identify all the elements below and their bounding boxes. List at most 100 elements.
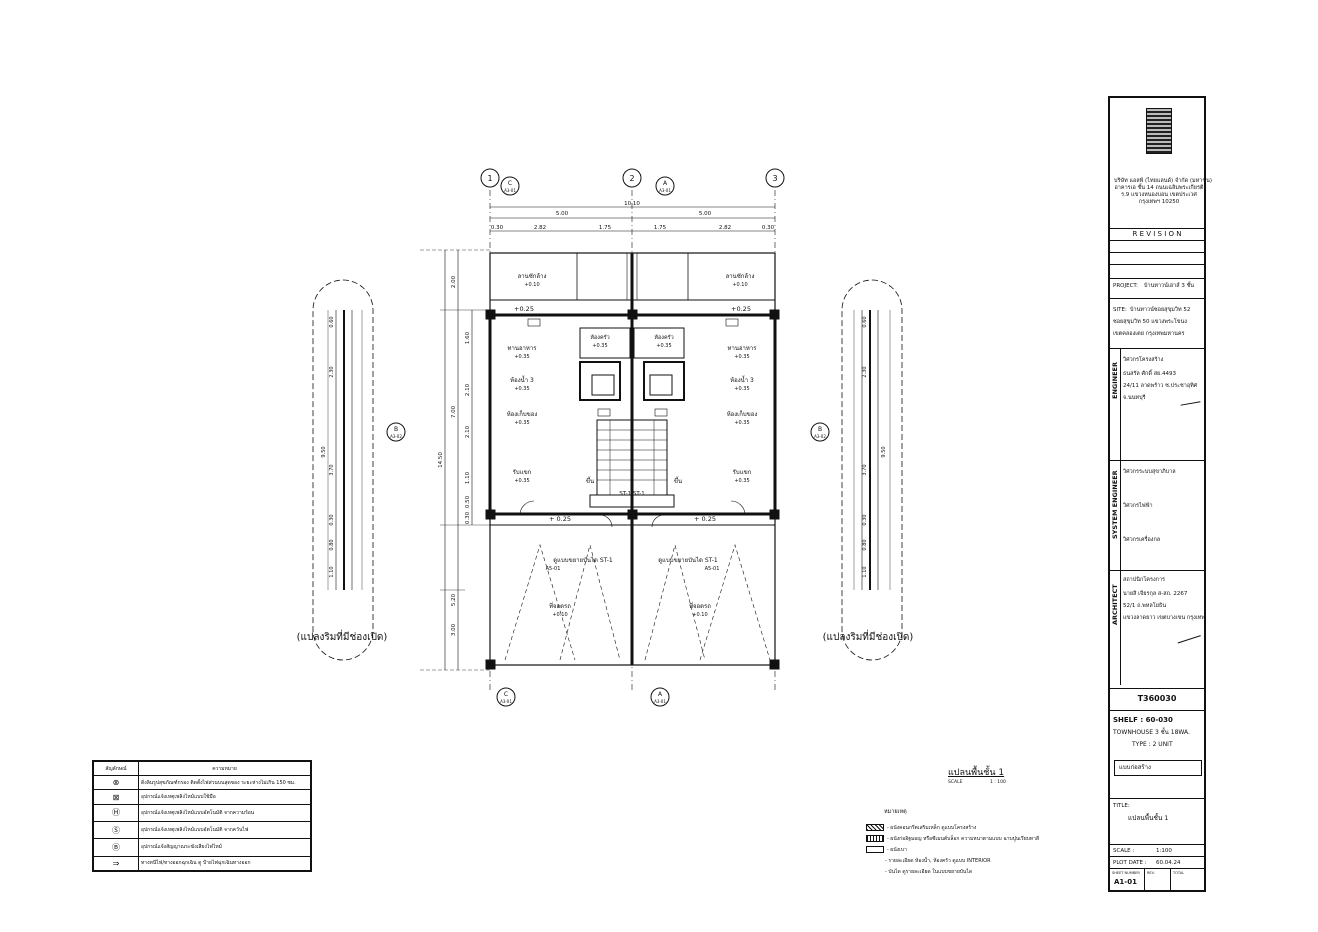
room-bath-right-level: +0.35	[734, 386, 749, 392]
stair-note-left: ดูแบบขยายบันได ST-1	[553, 556, 613, 564]
unit-type: TYPE : 2 UNIT	[1132, 741, 1173, 748]
opening-dim-right-6: 1.10	[862, 566, 868, 577]
shelf-row: SHELF : 60-030 TOWNHOUSE 3 ชั้น 18WA. TY…	[1110, 710, 1204, 758]
code-row: T360030	[1110, 688, 1204, 710]
room-living-right-level: +0.35	[734, 478, 749, 484]
note-text: - รายละเอียด ห้องน้ำ, ห้องครัว ดูแบบ INT…	[885, 857, 991, 864]
dim-sub-2: 2.10	[465, 383, 471, 396]
room-kitchen-right-level: +0.35	[656, 343, 671, 349]
legend-row: ⇒ทางหนีไฟ/ทางออกฉุกเฉิน ดู ป้ายไฟฉุกเฉิน…	[93, 855, 311, 872]
legend-symbol-icon: Ⓗ	[93, 803, 139, 823]
opening-dim-right-4: 0.30	[862, 514, 868, 525]
plot-date: 60.04.24	[1156, 860, 1181, 866]
room-laundry-right: ลานซักล้าง	[726, 273, 755, 280]
dim-bottom: 3.00	[451, 623, 457, 636]
stair-up-left: ขึ้น	[586, 475, 594, 485]
grid-label-1: 1	[487, 174, 492, 183]
level-entry-top-left: +0.25	[514, 305, 534, 313]
room-laundry-left: ลานซักล้าง	[518, 273, 547, 280]
opening-dim-left-1: 0.60	[329, 316, 335, 327]
system-line: วิศวกรไฟฟ้า	[1123, 503, 1153, 509]
dim-sub-5: 0.50	[465, 495, 471, 508]
site-line: เขตคลองเตย กรุงเทพมหานคร	[1113, 331, 1185, 337]
site-line: บ้านทาวน์ซอยสุขุมวิท 52	[1130, 307, 1191, 313]
legend-header: สัญลักษณ์ ความหมาย	[93, 761, 311, 776]
legend-text: ดิ่งลินรูปสุขภัณฑ์กรอง ติดตั้งไฟส่วนบนสุ…	[138, 774, 311, 791]
section-tag-b-right: B	[818, 426, 822, 433]
dim-total-left: 14.50	[438, 452, 444, 468]
notes-list: - ผนังคอนกรีตเสริมเหล็ก ดูแบบโครงสร้าง -…	[866, 822, 1096, 877]
dim-seg-4: 1.75	[654, 225, 667, 231]
section-tag-b-left: B	[394, 426, 398, 433]
room-dining-right: ทานอาหาร	[728, 345, 758, 352]
legend-text: อุปกรณ์แจ้งสัญญาณระฆังเสียงไฟไหม้	[138, 838, 311, 857]
company-line: กรุงเทพฯ 10250	[1138, 199, 1180, 205]
opening-dim-right-1: 0.60	[862, 316, 868, 327]
opening-dim-left-5: 0.80	[329, 539, 335, 550]
dim-sub-4: 1.10	[465, 471, 471, 484]
note-item: - ผนังก่ออิฐมอญ หรือซีเมนต์บล็อก ความหนา…	[866, 833, 1096, 844]
title-row: TITLE: แปลนพื้นชั้น 1	[1110, 798, 1204, 842]
key-plan-scale: 1 : 100	[990, 780, 1006, 785]
section-tag-b-left-ref: A3-02	[390, 434, 402, 439]
note-text: - ผนังเบา	[887, 846, 907, 853]
note-text: - ผนังก่ออิฐมอญ หรือซีเมนต์บล็อก ความหนา…	[887, 835, 1039, 842]
section-tag-c-top-ref: A3-01	[504, 188, 516, 193]
engineer-line: 24/11 ลาดพร้าว ซ.ประชาอุทิศ	[1123, 383, 1198, 389]
level-entry-bot-right: + 0.25	[694, 515, 716, 523]
room-living-left-level: +0.35	[514, 478, 529, 484]
room-dining-left-level: +0.35	[514, 354, 529, 360]
room-storage-left: ห้องเก็บของ	[507, 409, 538, 418]
legend-row: ⊗ดิ่งลินรูปสุขภัณฑ์กรอง ติดตั้งไฟส่วนบนส…	[93, 774, 311, 791]
legend-symbol-icon: Ⓑ	[93, 838, 139, 857]
legend-row: ⊠อุปกรณ์แจ้งเหตุเพลิงไหม้แบบใช้มือ	[93, 789, 311, 805]
room-laundry-right-level: +0.10	[732, 282, 747, 288]
note-text: - บันได ดูรายละเอียด ในแบบขยายบันได	[885, 868, 973, 875]
drawing-set: แบบก่อสร้าง	[1119, 764, 1151, 771]
company-address: บริษัท แอลพี (ไทยแลนด์) จำกัด (มหาชน) อา…	[1114, 178, 1212, 206]
stair-up-right: ขึ้น	[674, 475, 682, 485]
legend-text: ทางหนีไฟ/ทางออกฉุกเฉิน ดู ป้ายไฟฉุกเฉินท…	[138, 855, 311, 872]
legend-symbol-icon: Ⓢ	[93, 821, 139, 840]
room-bath-right: ห้องน้ำ 3	[730, 374, 754, 384]
section-tag-a-bottom: A	[658, 691, 663, 698]
dim-seg-6: 0.30	[762, 225, 775, 231]
room-living-left: รับแขก	[513, 469, 532, 476]
note-text: - ผนังคอนกรีตเสริมเหล็ก ดูแบบโครงสร้าง	[887, 824, 977, 831]
room-dining-left: ทานอาหาร	[508, 345, 538, 352]
dim-major-1: 2.00	[451, 275, 457, 288]
system-engineer-label: SYSTEM ENGINEER	[1111, 470, 1119, 539]
dim-half-left: 5.00	[556, 211, 569, 217]
symbol-legend: สัญลักษณ์ ความหมาย ⊗ดิ่งลินรูปสุขภัณฑ์กร…	[92, 760, 312, 872]
architect-title: สถาปนิกโครงการ	[1123, 577, 1166, 583]
level-entry-top-right: +0.25	[731, 305, 751, 313]
system-line: วิศวกรระบบสุขาภิบาล	[1123, 469, 1176, 475]
legend-symbol-icon: ⊠	[93, 789, 139, 805]
dim-overall: 10.10	[624, 201, 640, 207]
engineer-title: วิศวกรโครงสร้าง	[1123, 357, 1164, 363]
revision-line	[1110, 264, 1204, 265]
legend-symbol-icon: ⇒	[93, 855, 139, 872]
sheet-row: SHEET NUMBER A1-01 REV. TOTAL	[1110, 868, 1204, 891]
grid-label-3: 3	[772, 174, 777, 183]
dim-sub-1: 1.60	[465, 331, 471, 344]
legend-text: อุปกรณ์แจ้งเหตุเพลิงไหม้แบบอัตโนมัติ จาก…	[138, 821, 311, 840]
architect-signature	[1175, 627, 1201, 644]
grid-label-2: 2	[629, 174, 634, 183]
room-storage-right: ห้องเก็บของ	[727, 409, 758, 418]
sheet-label: SHEET NUMBER	[1112, 871, 1140, 875]
opening-total-right: 9.50	[881, 446, 887, 457]
legend-header-meaning: ความหมาย	[138, 761, 311, 776]
project-value: บ้านทาวน์เฮาส์ 3 ชั้น	[1144, 283, 1195, 289]
note-item: - ผนังเบา	[866, 844, 1096, 855]
architect-line: 52/1 ถ.พหลโยธิน	[1123, 603, 1167, 609]
room-kitchen-left-level: +0.35	[592, 343, 607, 349]
room-storage-left-level: +0.35	[514, 420, 529, 426]
opening-dim-right-5: 0.80	[862, 539, 868, 550]
dim-seg-5: 2.82	[719, 225, 731, 231]
house-type: TOWNHOUSE 3 ชั้น 18WA.	[1113, 729, 1190, 736]
revision-line	[1110, 252, 1204, 253]
site-line: ซอยสุขุมวิท 50 แขวงพระโขนง	[1113, 319, 1187, 325]
opening-dim-right-2: 2.30	[862, 366, 868, 377]
